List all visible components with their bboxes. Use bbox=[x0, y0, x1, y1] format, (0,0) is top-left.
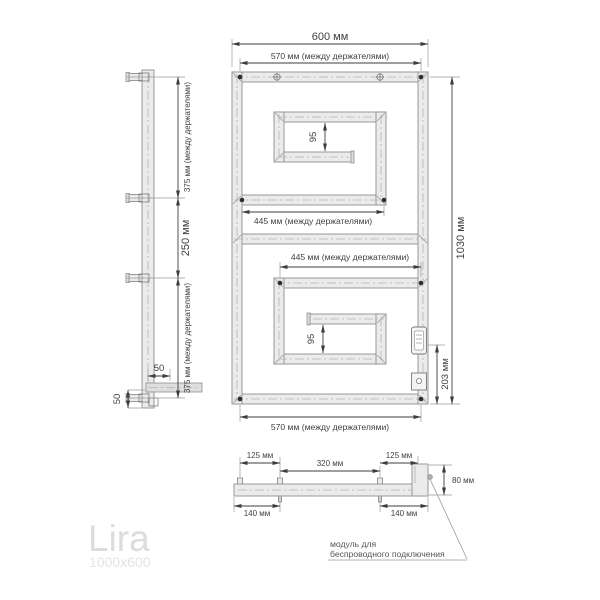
separator-tube bbox=[231, 233, 429, 245]
right-tube bbox=[417, 71, 429, 405]
dim-label-side-bottom: 50 bbox=[112, 394, 123, 405]
dim-side-hook-depth: 50 bbox=[147, 363, 171, 381]
tube-centerlines bbox=[234, 74, 426, 402]
dim-label-upper-gap: 95 bbox=[308, 132, 319, 143]
dim-label-side-hook: 50 bbox=[154, 363, 165, 374]
product-size: 1000x600 bbox=[89, 554, 151, 570]
product-logo: Lira 1000x600 bbox=[88, 518, 151, 570]
dim-label-left-top: 375 мм (между держателями) bbox=[183, 82, 192, 192]
dim-upper-gap: 95 bbox=[308, 122, 328, 152]
dim-top-between-holders: 570 мм (между держателями) bbox=[239, 51, 422, 71]
dim-lower-gap: 95 bbox=[306, 324, 326, 354]
dim-label-module-offset: 203 мм bbox=[440, 358, 451, 390]
dim-label-left-mid: 250 мм bbox=[180, 220, 192, 257]
dim-total-width: 600 мм bbox=[231, 31, 429, 67]
dim-total-height: 1030 мм bbox=[430, 76, 467, 405]
dim-label-top-holders: 570 мм (между держателями) bbox=[271, 51, 389, 61]
callout-line2: беспроводного подключения bbox=[330, 549, 445, 559]
dim-bottom-125-left: 125 мм bbox=[239, 451, 281, 477]
control-button-front bbox=[411, 372, 427, 391]
dim-upper-between-holders: 445 мм (между держателями) bbox=[241, 206, 385, 226]
dim-module-offset: 203 мм bbox=[428, 344, 451, 405]
callout-anchor-dot bbox=[427, 474, 433, 480]
lower-hook-end-cap bbox=[306, 312, 311, 326]
dim-label-total-width: 600 мм bbox=[312, 31, 349, 43]
dim-side-bottom-offset: 50 bbox=[112, 389, 145, 409]
dimensions: 600 мм 570 мм (между держателями) 375 мм… bbox=[112, 31, 467, 432]
callout-line1: модуль для bbox=[330, 539, 377, 549]
dim-module-depth: 80 мм bbox=[429, 464, 474, 496]
dim-bottom-125-right: 125 мм bbox=[379, 451, 419, 466]
left-tube bbox=[231, 71, 243, 405]
callout-leader-line bbox=[328, 478, 468, 561]
wireless-module-front bbox=[411, 326, 427, 355]
product-name: Lira bbox=[88, 518, 150, 559]
dim-label-total-height: 1030 мм bbox=[455, 217, 467, 260]
dim-label-lower-gap: 95 bbox=[306, 334, 317, 345]
dim-label-left-bottom: 375 мм (между держателями) bbox=[183, 283, 192, 393]
top-tube-markers bbox=[273, 73, 384, 81]
wireless-module-bottom bbox=[411, 463, 429, 497]
dim-label-upper-holders: 445 мм (между держателями) bbox=[254, 216, 372, 226]
dim-lower-between-holders: 445 мм (между держателями) bbox=[279, 252, 422, 277]
dim-bottom-140-left: 140 мм bbox=[233, 497, 281, 518]
dim-label-125-left: 125 мм bbox=[247, 451, 274, 460]
dim-label-125-right: 125 мм bbox=[386, 451, 413, 460]
bottom-view: 125 мм 320 мм 125 мм 140 мм 140 мм bbox=[233, 451, 474, 518]
dim-left-column: 375 мм (между держателями) 250 мм 375 мм… bbox=[127, 76, 192, 399]
dim-label-140-right: 140 мм bbox=[391, 509, 418, 518]
dim-label-lower-holders: 445 мм (между держателями) bbox=[291, 252, 409, 262]
front-view bbox=[231, 71, 429, 405]
dim-label-module-depth: 80 мм bbox=[452, 476, 474, 485]
top-tube bbox=[231, 71, 429, 83]
dim-label-320: 320 мм bbox=[317, 459, 344, 468]
dim-bottom-140-right: 140 мм bbox=[379, 497, 429, 518]
holder-dots bbox=[237, 74, 424, 402]
dim-label-bottom-holders: 570 мм (между держателями) bbox=[271, 422, 389, 432]
dim-label-140-left: 140 мм bbox=[244, 509, 271, 518]
module-callout: модуль для беспроводного подключения bbox=[328, 474, 468, 561]
upper-hook-end-cap bbox=[350, 150, 355, 164]
dim-bottom-320: 320 мм bbox=[279, 459, 381, 477]
dim-bottom-between-holders: 570 мм (между держателями) bbox=[239, 405, 422, 432]
bottom-tube bbox=[231, 393, 429, 405]
upper-inner-vertical bbox=[375, 111, 387, 206]
